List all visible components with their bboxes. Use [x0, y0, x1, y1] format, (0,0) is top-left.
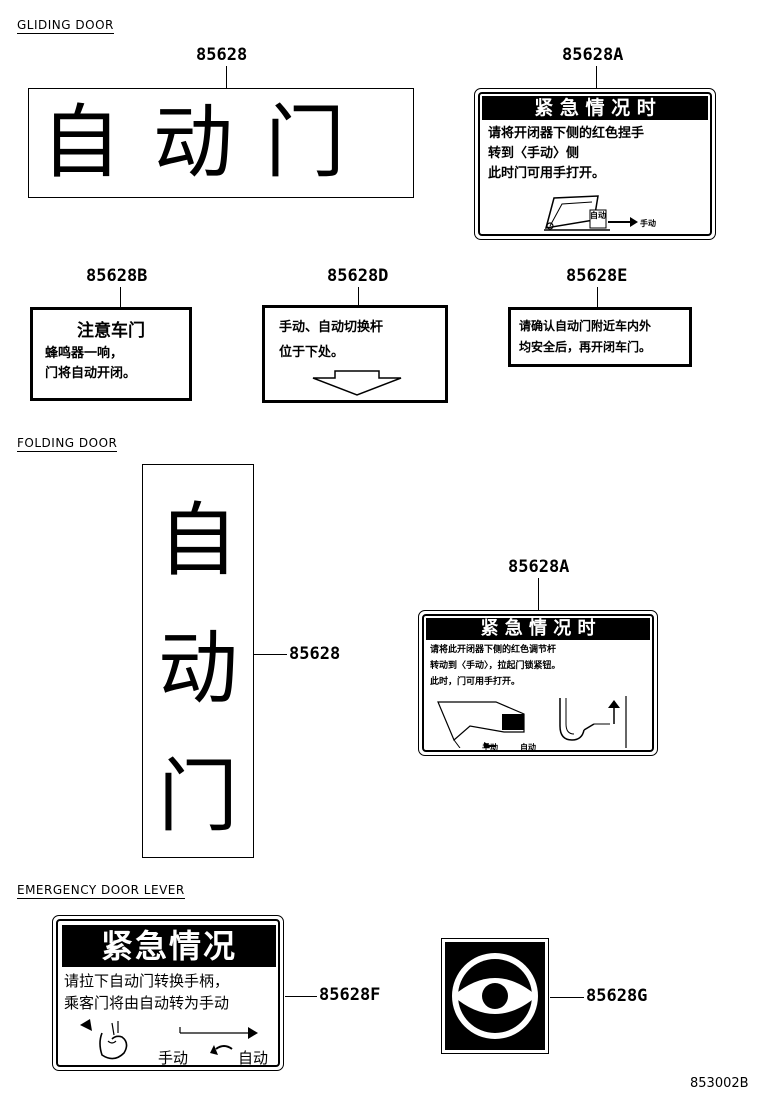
- label-caution-door: 注意车门 蜂鸣器一响， 门将自动开闭。: [30, 307, 192, 401]
- caution-title: 注意车门: [77, 321, 145, 341]
- auto-mark: 自动: [590, 211, 606, 220]
- safety-line: 均安全后，再开闭车门。: [519, 340, 652, 354]
- part-number-85628D: 85628D: [327, 266, 389, 286]
- label-confirm-safety: 请确认自动门附近车内外 均安全后，再开闭车门。: [508, 307, 692, 367]
- instruction-line: 请拉下自动门转换手柄，: [64, 972, 230, 990]
- label-auto-door-vertical: 自 动 门: [142, 464, 254, 858]
- leader-line: [597, 287, 598, 307]
- leader-line: [253, 654, 287, 655]
- instruction-line: 乘客门将由自动转为手动: [64, 993, 230, 1012]
- lever-illustration-icon: [437, 696, 627, 748]
- safety-line: 请确认自动门附近车内外: [519, 319, 652, 333]
- emergency-banner: 紧 急 情 况 时: [482, 96, 708, 120]
- label-emergency-folding: 紧 急 情 况 时 请将此开闭器下侧的红色调节杆 转动到〈手动〉，拉起门锁紧钮。…: [418, 610, 658, 756]
- instruction-line: 请将此开闭器下侧的红色调节杆: [430, 645, 557, 655]
- pull-handle-hand-icon: [80, 1019, 258, 1060]
- auto-door-char-3: 门: [158, 750, 238, 843]
- eye-symbol-icon: [445, 942, 545, 1050]
- leader-line: [120, 287, 121, 307]
- leader-line: [596, 66, 597, 88]
- auto-door-char-2: 动: [153, 96, 265, 189]
- label-emergency-lever: 紧急情况 请拉下自动门转换手柄， 乘客门将由自动转为手动 手动 自动: [52, 915, 284, 1071]
- leader-line: [358, 287, 359, 305]
- auto-door-char-1: 自: [41, 96, 153, 189]
- lever-illustration-icon: [544, 195, 638, 231]
- part-number-85628A-folding: 85628A: [508, 557, 570, 577]
- part-number-85628: 85628: [196, 45, 248, 65]
- caution-line: 门将自动开闭。: [45, 366, 137, 382]
- figure-id: 853002B: [690, 1076, 749, 1091]
- auto-door-char-3: 门: [265, 96, 377, 189]
- part-number-85628B: 85628B: [86, 266, 148, 286]
- leader-line: [538, 578, 539, 610]
- down-arrow-icon: [312, 370, 402, 396]
- instruction-line: 请将开闭器下侧的红色捏手: [488, 126, 645, 141]
- emergency-banner: 紧急情况: [62, 925, 276, 967]
- manual-mark: 手动: [482, 743, 498, 752]
- part-number-85628A: 85628A: [562, 45, 624, 65]
- label-emergency-gliding: 紧 急 情 况 时 请将开闭器下侧的红色捏手 转到〈手动〉侧 此时门可用手打开。…: [474, 88, 716, 240]
- manual-mark: 手动: [158, 1049, 189, 1067]
- part-number-85628-folding: 85628: [289, 644, 341, 664]
- label-switch-lever-location: 手动、自动切换杆 位于下处。: [262, 305, 448, 403]
- part-number-85628G: 85628G: [586, 986, 648, 1006]
- switch-line: 手动、自动切换杆: [279, 320, 384, 335]
- auto-mark: 自动: [520, 743, 536, 752]
- part-number-85628E: 85628E: [566, 266, 628, 286]
- switch-line: 位于下处。: [279, 344, 345, 360]
- caution-line: 蜂鸣器一响，: [45, 346, 124, 361]
- leader-line: [226, 66, 227, 88]
- instruction-line: 此时门可用手打开。: [488, 166, 606, 182]
- part-number-85628F: 85628F: [319, 985, 381, 1005]
- instruction-line: 转动到〈手动〉，拉起门锁紧钮。: [430, 660, 561, 671]
- label-eye-symbol: [441, 938, 549, 1054]
- auto-door-char-1: 自: [158, 494, 238, 587]
- emergency-banner: 紧 急 情 况 时: [426, 618, 650, 640]
- section-title-folding-door: FOLDING DOOR: [17, 436, 118, 452]
- instruction-line: 此时，门可用手打开。: [430, 676, 521, 687]
- section-title-gliding-door: GLIDING DOOR: [17, 18, 114, 34]
- auto-door-char-2: 动: [158, 622, 238, 715]
- instruction-line: 转到〈手动〉侧: [488, 146, 580, 162]
- label-auto-door-horizontal: 自动门: [28, 88, 414, 198]
- manual-mark: 手动: [640, 219, 656, 228]
- leader-line: [285, 996, 317, 997]
- auto-mark: 自动: [238, 1049, 269, 1067]
- leader-line: [550, 997, 584, 998]
- section-title-emergency-door-lever: EMERGENCY DOOR LEVER: [17, 883, 185, 899]
